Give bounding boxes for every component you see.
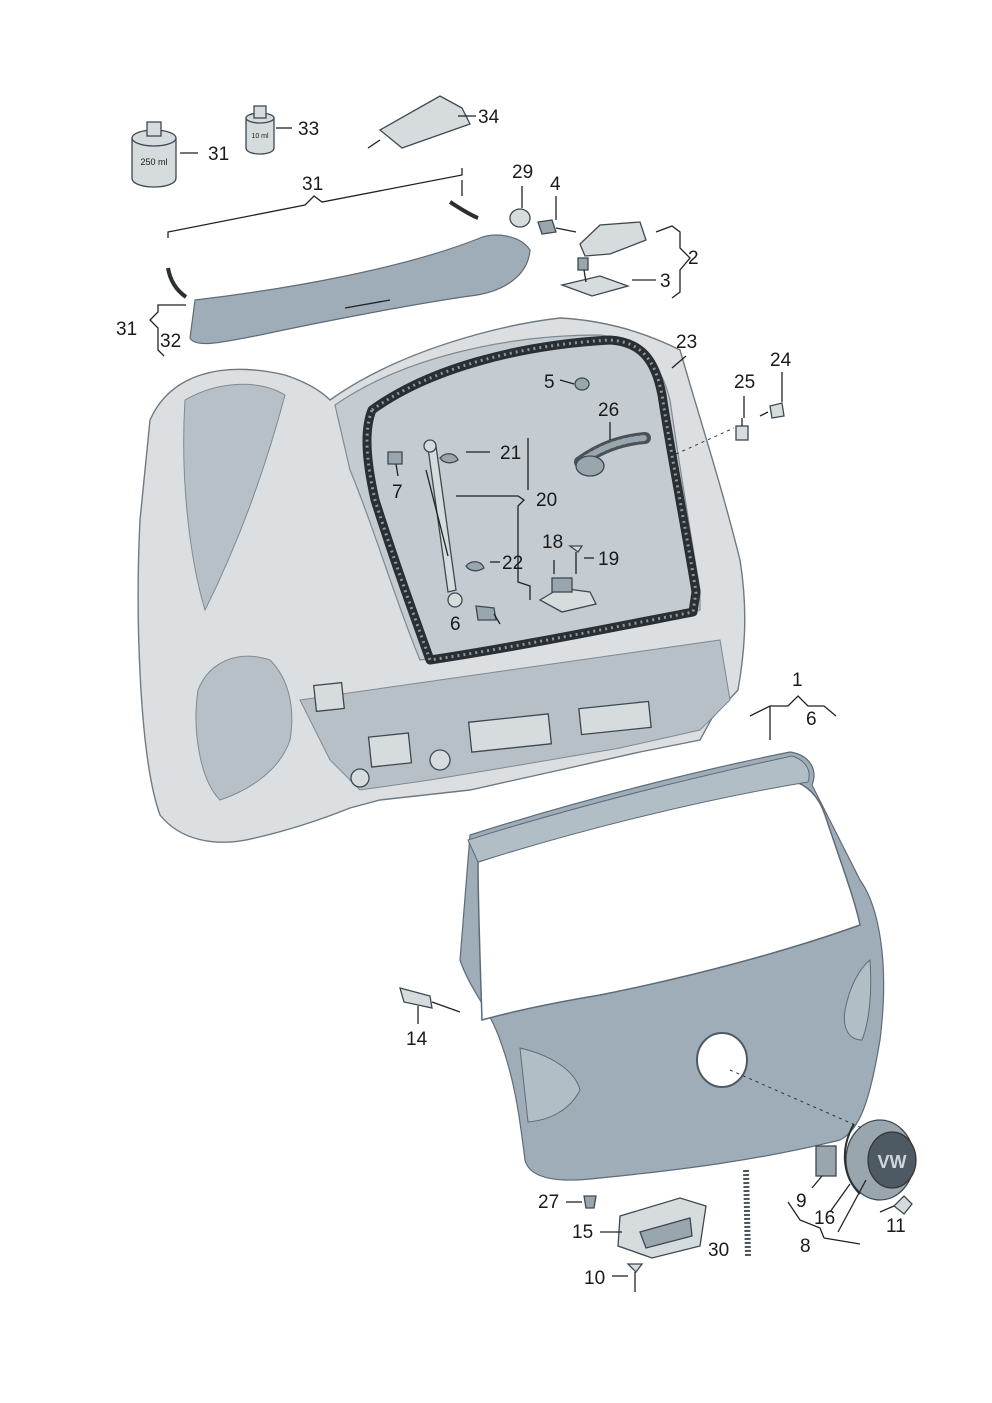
callout-3: 3 [660,271,671,292]
callout-24: 25 [734,372,755,393]
callout-32: 31 [208,144,229,165]
connector-9 [815,1145,837,1177]
callout-20: 21 [500,443,521,464]
wiring-harness [574,432,651,477]
callout-22: 23 [676,332,697,353]
bolt-6-upper [475,605,501,625]
svg-text:VW: VW [878,1152,907,1172]
handle-emblem-8: VW [843,1119,917,1201]
callout-18: 19 [598,549,619,570]
callout-30: 31 [116,319,137,340]
gas-strut [423,439,463,608]
callout-9: 9 [796,1191,807,1212]
striker-17 [538,577,597,613]
callout-15: 15 [572,1222,593,1243]
hinge-assembly [509,208,647,297]
lock-15 [617,1197,707,1259]
tailgate-lid [459,751,885,1181]
clip-24 [735,418,749,441]
callout-labels: 31 33 34 31 31 32 29 4 2 3 23 24 25 5 26… [116,107,906,1289]
adhesive-can-large: 250 ml [131,121,177,188]
callout-4: 4 [550,174,561,195]
bolt-7 [387,451,403,477]
adhesive-bottle-small: 10 ml [245,105,275,155]
roof-spoiler [166,200,531,345]
buffer-26 [583,1195,597,1209]
can-large-label: 250 ml [140,157,167,167]
callout-7: 7 [392,482,403,503]
can-small-label: 10 ml [251,133,269,140]
tailgate-seal [362,335,701,665]
callout-17: 18 [542,532,563,553]
callout-14: 14 [406,1029,428,1050]
callout-16: 16 [814,1208,835,1229]
callout-34: 34 [478,107,500,128]
sealant-tube [367,95,471,149]
callout-8: 8 [800,1236,811,1257]
callout-33: 33 [298,119,319,140]
callout-29: 30 [708,1240,729,1261]
vehicle-rear-body [137,317,746,843]
switch-14 [399,987,461,1013]
callout-31-top: 31 [302,174,323,195]
screw-18 [568,545,584,574]
callout-6-upper: 6 [450,614,461,635]
callout-31-side: 32 [160,331,181,352]
leader-lines [149,115,867,1277]
callout-11: 11 [886,1216,906,1237]
nut-icon [574,377,590,391]
clip-21 [465,561,485,572]
callout-23: 24 [770,350,792,371]
callout-21: 22 [502,553,523,574]
clip-20 [439,453,459,464]
callout-2: 2 [688,248,699,269]
callout-26: 27 [538,1192,559,1213]
callout-25: 26 [598,400,619,421]
callout-10: 10 [584,1268,605,1289]
screw-11 [879,1195,913,1215]
screw-10 [626,1263,644,1292]
screw-23 [759,402,785,419]
callout-1: 1 [792,670,803,691]
callout-6-lower: 6 [806,709,817,730]
callout-5: 5 [544,372,555,393]
callout-27: 29 [512,162,533,183]
rod-29 [743,1169,751,1257]
callout-19: 20 [536,490,557,511]
